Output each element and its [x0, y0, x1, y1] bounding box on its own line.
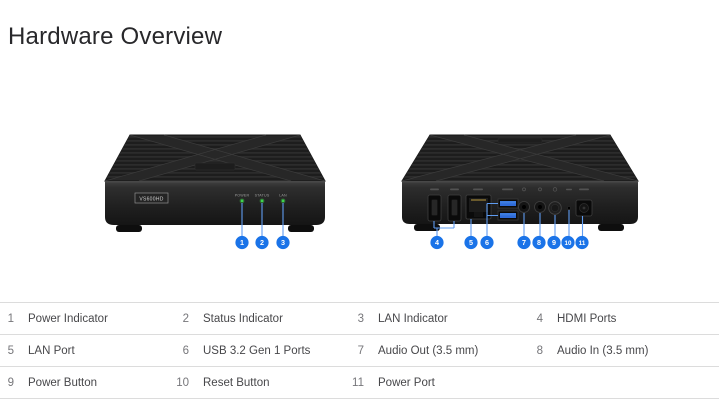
device-foot — [116, 225, 142, 232]
legend-item-number: 1 — [7, 312, 14, 325]
callout-marker-5: 5 — [464, 235, 478, 250]
legend-item-lan-indicator: 3 LAN Indicator — [350, 303, 529, 334]
synology-logo-emboss — [497, 137, 543, 144]
svg-text:8: 8 — [537, 238, 541, 247]
callout-marker-8: 8 — [532, 235, 546, 250]
legend-row-2: 5 LAN Port 6 USB 3.2 Gen 1 Ports 7 Audio… — [0, 334, 719, 366]
reset-label-icon — [566, 188, 572, 191]
hdmi-port-1 — [427, 194, 442, 222]
callout-marker-4: 4 — [430, 235, 444, 250]
legend-item-label: LAN Indicator — [378, 312, 448, 325]
legend-item-label: USB 3.2 Gen 1 Ports — [203, 344, 311, 357]
svg-text:9: 9 — [552, 238, 556, 247]
legend-item-number: 8 — [536, 344, 543, 357]
device-front-face — [105, 181, 325, 225]
synology-logo-emboss — [194, 162, 236, 171]
legend-item-label: Status Indicator — [203, 312, 283, 325]
legend-item-label: Audio In (3.5 mm) — [557, 344, 649, 357]
lan-port — [465, 194, 492, 220]
model-badge-label: VS600HD — [139, 196, 163, 202]
device-foot — [598, 224, 624, 231]
legend-item-audio-in: 8 Audio In (3.5 mm) — [529, 335, 719, 366]
legend-item-empty — [529, 367, 719, 398]
power-label-icon — [552, 187, 558, 192]
legend-item-number: 5 — [7, 344, 14, 357]
front-view-image: VS600HD POWER STATUS LAN 1 2 3 — [104, 134, 326, 250]
legend-item-audio-out: 7 Audio Out (3.5 mm) — [350, 335, 529, 366]
legend-item-power-indicator: 1 Power Indicator — [0, 303, 175, 334]
legend-item-number: 3 — [357, 312, 364, 325]
legend-item-number: 7 — [357, 344, 364, 357]
hdmi-2-label-icon — [450, 188, 459, 191]
legend-item-hdmi-ports: 4 HDMI Ports — [529, 303, 719, 334]
usb-label-icon — [502, 188, 513, 191]
legend-item-number: 6 — [182, 344, 189, 357]
rear-view-image: 4 5 6 7 8 9 10 11 — [401, 134, 639, 250]
usb-port-2 — [497, 210, 519, 221]
power-led-label: POWER — [235, 194, 250, 198]
status-led-icon — [260, 199, 264, 203]
audio-in-jack — [534, 201, 546, 213]
svg-text:5: 5 — [469, 238, 473, 247]
device-top-lid — [401, 134, 639, 182]
power-button — [548, 201, 562, 215]
lan-label-icon — [473, 188, 483, 191]
svg-text:3: 3 — [281, 238, 285, 247]
svg-text:1: 1 — [240, 238, 244, 247]
hdmi-port-2 — [447, 194, 462, 222]
legend-item-label: Audio Out (3.5 mm) — [378, 344, 479, 357]
audio-out-label-icon — [522, 187, 526, 192]
callout-marker-1: 1 — [235, 235, 249, 250]
power-port — [575, 199, 593, 217]
callout-marker-10: 10 — [561, 235, 575, 250]
legend-item-number: 9 — [7, 376, 14, 389]
power-led-icon — [240, 199, 244, 203]
legend-item-label: Reset Button — [203, 376, 270, 389]
legend-item-label: LAN Port — [28, 344, 75, 357]
usb-port-1 — [497, 198, 519, 209]
legend-item-number: 10 — [176, 376, 189, 389]
lan-led-label: LAN — [279, 194, 287, 198]
legend-item-number: 2 — [182, 312, 189, 325]
legend-item-reset-button: 10 Reset Button — [175, 367, 350, 398]
legend-item-label: Power Indicator — [28, 312, 108, 325]
svg-text:10: 10 — [565, 240, 572, 247]
legend-table: 1 Power Indicator 2 Status Indicator 3 L… — [0, 302, 719, 399]
device-foot — [288, 225, 314, 232]
svg-text:4: 4 — [435, 238, 439, 247]
legend-item-label: Power Port — [378, 376, 435, 389]
hdmi-1-label-icon — [430, 188, 439, 191]
legend-item-label: HDMI Ports — [557, 312, 617, 325]
callout-marker-6: 6 — [480, 235, 494, 250]
legend-item-usb-ports: 6 USB 3.2 Gen 1 Ports — [175, 335, 350, 366]
model-badge: VS600HD — [134, 192, 169, 204]
callout-marker-2: 2 — [255, 235, 269, 250]
legend-row-3: 9 Power Button 10 Reset Button 11 Power … — [0, 366, 719, 398]
legend-item-number: 4 — [536, 312, 543, 325]
callout-marker-3: 3 — [276, 235, 290, 250]
svg-text:6: 6 — [485, 238, 489, 247]
reset-pinhole — [567, 206, 571, 210]
legend-item-lan-port: 5 LAN Port — [0, 335, 175, 366]
svg-text:7: 7 — [522, 238, 526, 247]
svg-text:2: 2 — [260, 238, 264, 247]
legend-item-number: 11 — [352, 376, 364, 389]
svg-text:11: 11 — [579, 240, 586, 247]
device-top-lid — [104, 134, 326, 182]
callout-marker-11: 11 — [575, 235, 589, 250]
callout-marker-9: 9 — [547, 235, 561, 250]
page-title: Hardware Overview — [8, 23, 223, 51]
status-led-label: STATUS — [255, 194, 270, 198]
audio-out-jack — [518, 201, 530, 213]
lan-led-icon — [281, 199, 285, 203]
callout-marker-7: 7 — [517, 235, 531, 250]
legend-item-power-button: 9 Power Button — [0, 367, 175, 398]
legend-row-1: 1 Power Indicator 2 Status Indicator 3 L… — [0, 302, 719, 334]
audio-in-label-icon — [538, 187, 542, 192]
legend-item-label: Power Button — [28, 376, 98, 389]
legend-item-power-port: 11 Power Port — [350, 367, 529, 398]
legend-item-status-indicator: 2 Status Indicator — [175, 303, 350, 334]
dc-in-label-icon — [579, 188, 589, 191]
